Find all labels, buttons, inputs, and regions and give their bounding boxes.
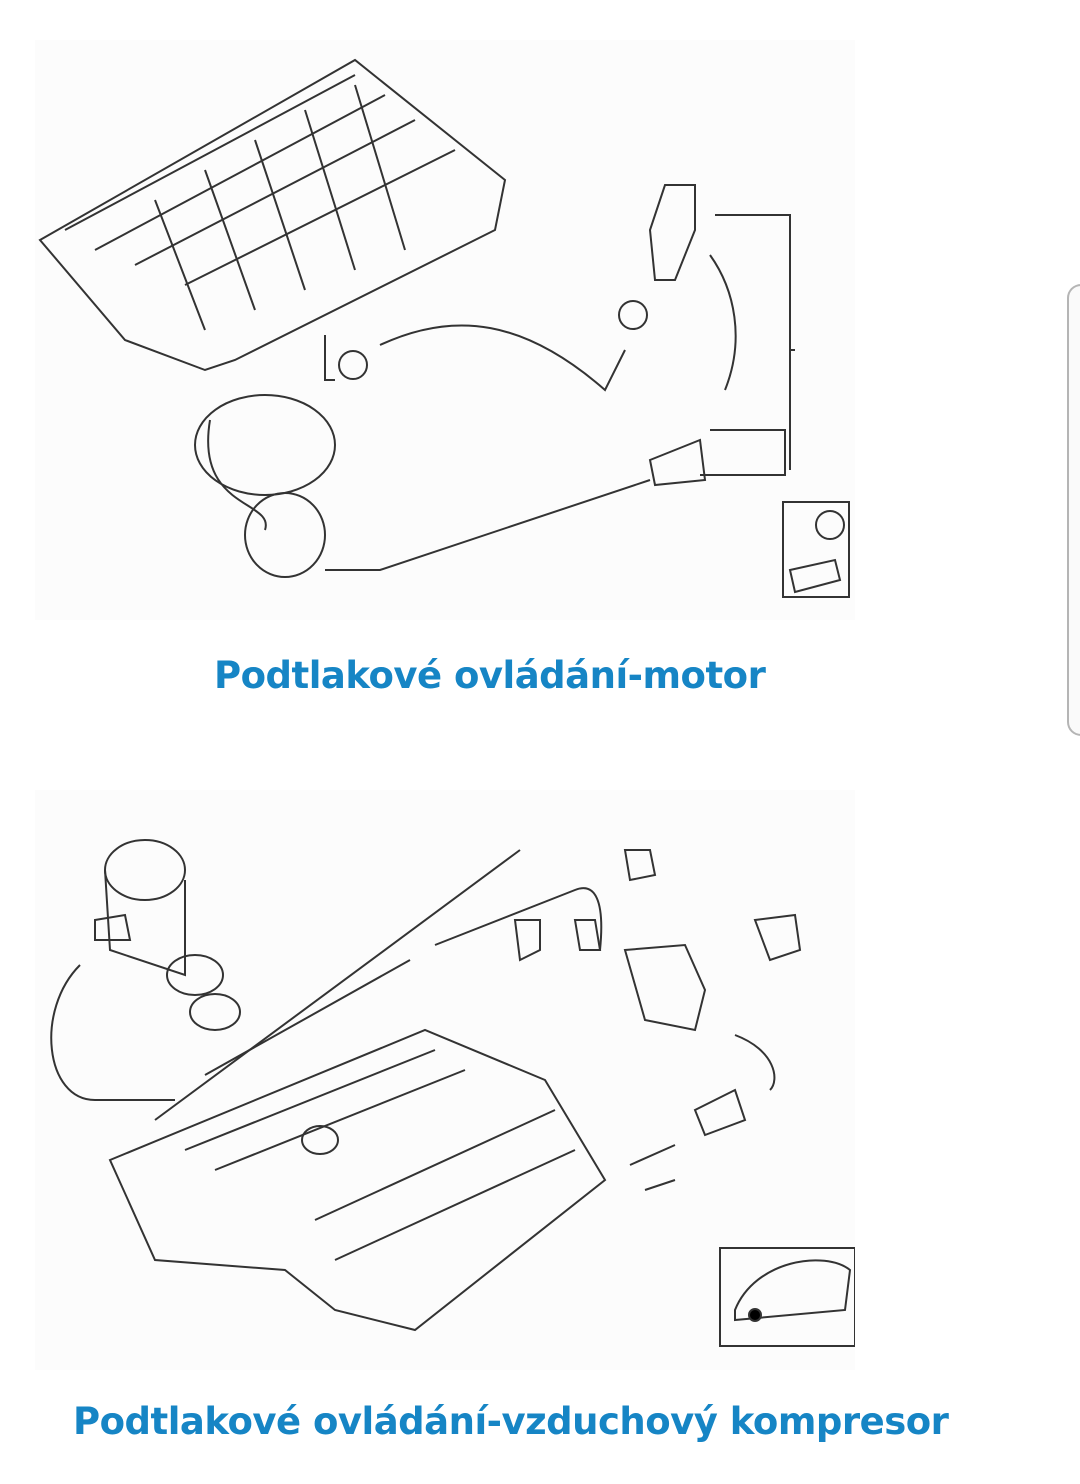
intake-manifold-vacuum-diagram[interactable] xyxy=(35,40,855,620)
fast-scroll-handle[interactable] xyxy=(1067,284,1080,736)
secondary-air-pump-vacuum-diagram[interactable] xyxy=(35,790,855,1370)
diagram-drawing xyxy=(38,58,850,598)
section-caption-air-compressor[interactable]: Podtlakové ovládání-vzduchový kompresor xyxy=(73,1400,949,1443)
diagram-drawing xyxy=(50,839,855,1347)
section-caption-engine[interactable]: Podtlakové ovládání-motor xyxy=(214,654,766,697)
